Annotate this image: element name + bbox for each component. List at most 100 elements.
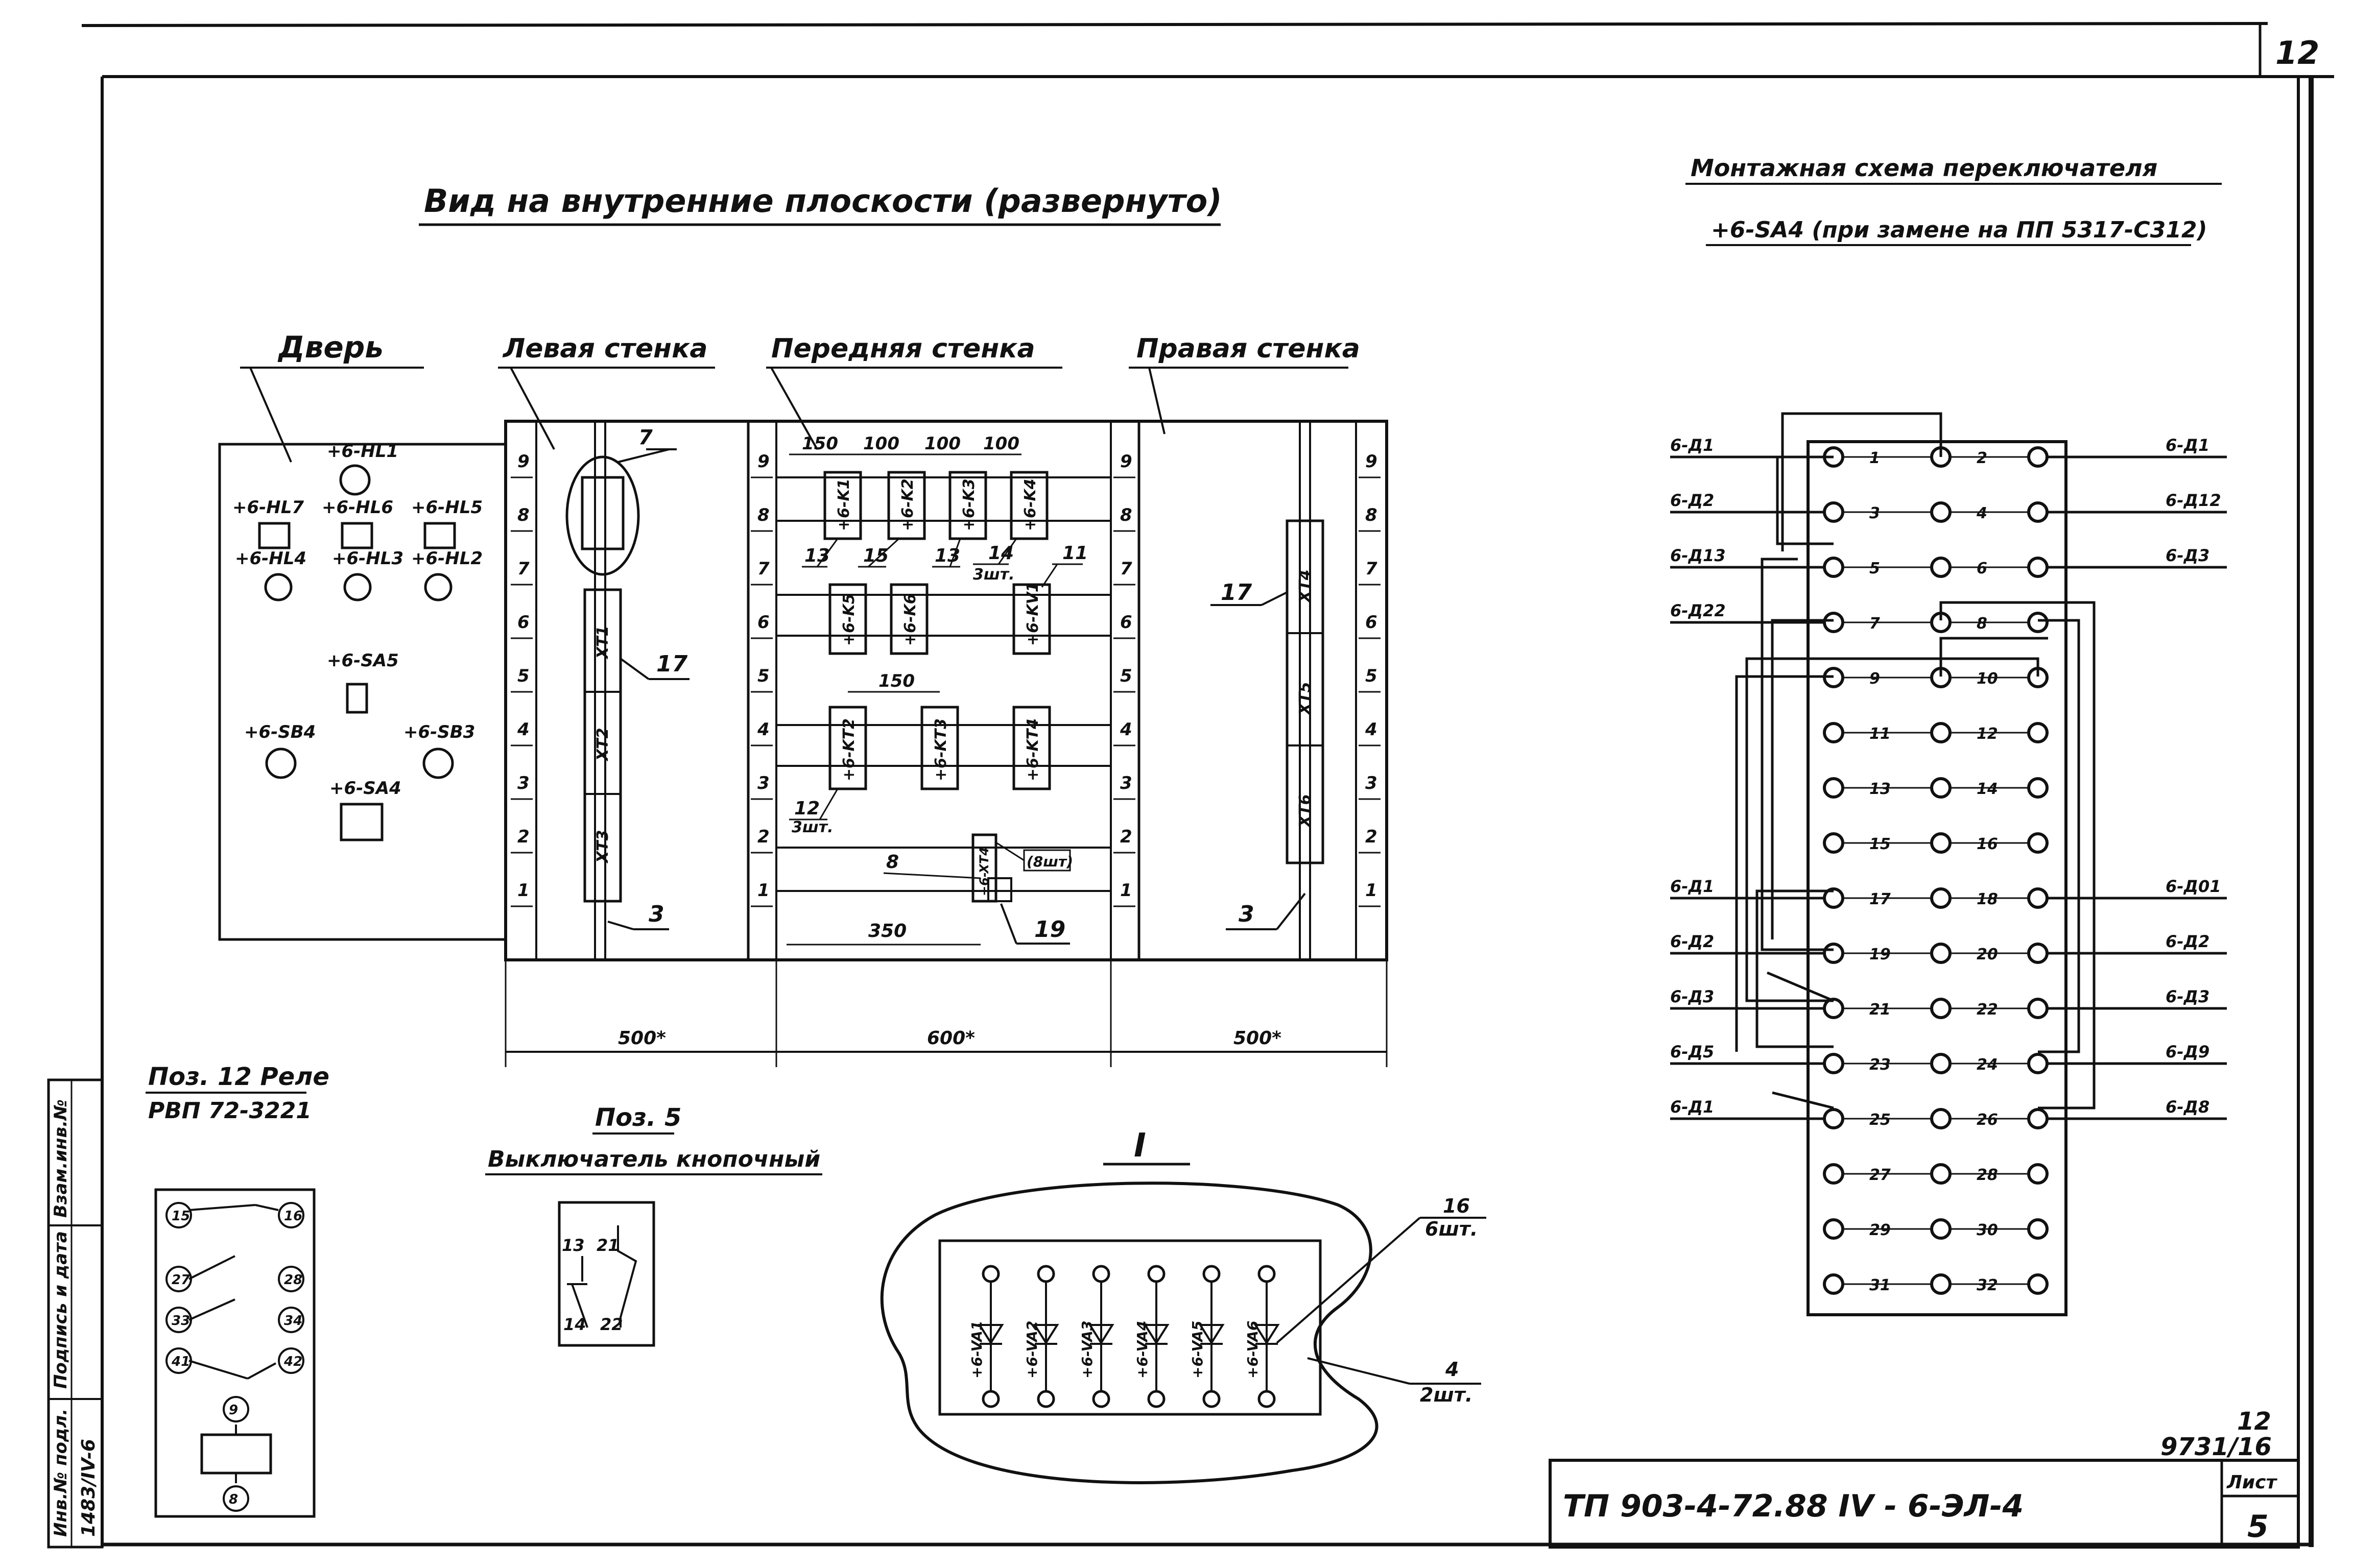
terminal-screw-icon <box>2027 777 2049 799</box>
diode-label: +6-VA6 <box>1244 1321 1261 1379</box>
stamp-signature-label: Подпись и дата <box>51 1231 71 1389</box>
front-dim-2: 100 <box>863 433 899 454</box>
terminal-screw-icon <box>1823 777 1844 799</box>
diode-terminal-icon <box>1257 1265 1276 1283</box>
terminal-screw-icon <box>2027 501 2049 523</box>
pos5-pin-21: 21 <box>597 1236 620 1255</box>
front-callout-12q: 3шт. <box>792 818 834 836</box>
wire-label-right: 6-Д8 <box>2166 1097 2209 1117</box>
terminal-screw-icon <box>1823 557 1844 578</box>
relay-kt4: +6-KT4 <box>1024 718 1042 781</box>
front-dim-3: 100 <box>924 433 961 454</box>
terminal-screw-icon <box>1823 1273 1844 1295</box>
top-margin-line <box>81 22 2268 27</box>
wire-label-left: 6-Д1 <box>1670 1097 1714 1117</box>
detail-i: I +6-VA1+6-VA2+6-VA3+6-VA4+6-VA5+6-VA6 1… <box>880 1127 1486 1484</box>
scale-tick: 2 <box>517 827 530 847</box>
side-stamp: Инв.№ подл. 1483/IV-6 Подпись и дата Вза… <box>47 1078 104 1549</box>
detail-label: I <box>1134 1127 1146 1165</box>
relay-pin-label: 42 <box>283 1354 302 1369</box>
xt4-label: XT4 <box>1296 570 1314 604</box>
terminal-screw-icon <box>2027 1218 2049 1240</box>
pos5-pin-13: 13 <box>562 1236 585 1255</box>
front-dim-4: 100 <box>983 433 1019 454</box>
diode-terminal-icon <box>1202 1390 1221 1408</box>
stamp-replace-label: Взам.инв.№ <box>51 1099 71 1218</box>
contact-number-left: 9 <box>1869 670 1880 688</box>
contact-number-right: 14 <box>1977 780 1998 798</box>
diode-label: +6-VA1 <box>968 1321 985 1379</box>
callout-16q: 6шт. <box>1425 1218 1478 1240</box>
label-hl7: +6-HL7 <box>232 497 304 518</box>
wire-label-right: 6-Д9 <box>2166 1042 2209 1062</box>
contact-number-left: 29 <box>1869 1221 1891 1239</box>
terminal-screw-icon <box>1930 998 1952 1019</box>
terminal-screw-icon <box>1823 612 1844 633</box>
terminal-screw-icon <box>1930 832 1952 854</box>
contact-number-left: 19 <box>1869 946 1891 963</box>
terminal-screw-icon <box>2027 446 2049 468</box>
terminal-screw-icon <box>1823 943 1844 964</box>
button-sb3-icon <box>422 747 454 779</box>
relay-kt3: +6-KT3 <box>932 718 950 781</box>
contact-number-right: 20 <box>1977 946 1998 963</box>
scale-tick: 3 <box>1365 773 1377 793</box>
scale-tick: 3 <box>757 773 770 793</box>
wire-label-right: 6-Д12 <box>2166 491 2221 510</box>
dim-right: 500* <box>1233 1028 1281 1049</box>
wire-label-left: 6-Д2 <box>1670 932 1714 951</box>
relay-pin-icon <box>278 1266 304 1292</box>
terminal-screw-icon <box>2027 1053 2049 1074</box>
label-hl2: +6-HL2 <box>411 548 483 569</box>
scale-tick: 2 <box>1365 827 1377 847</box>
diode-terminal-icon <box>1147 1390 1166 1408</box>
contact-number-left: 13 <box>1869 780 1891 798</box>
callout-4: 4 <box>1445 1358 1459 1381</box>
front-wall: 150 100 100 100 +6-K1 +6-K2 +6-K3 +6-K4 … <box>776 433 1111 946</box>
xt3-label: XT3 <box>594 830 612 864</box>
contact-number-left: 25 <box>1869 1111 1891 1129</box>
detail-outline <box>880 1181 1378 1484</box>
left-item7-label: 7 <box>638 426 653 449</box>
door-panel: +6-HL1 +6-HL7 +6-HL6 +6-HL5 +6-HL4 +6-HL… <box>218 441 507 941</box>
diode-terminal-icon <box>1092 1265 1110 1283</box>
switch-sa5-icon <box>346 683 368 714</box>
item-7-box <box>581 476 625 550</box>
contact-number-right: 8 <box>1977 615 1987 633</box>
xt-small-label: +6-XT4 <box>977 847 991 896</box>
relay-pin-label: 8 <box>229 1492 238 1507</box>
contact-number-right: 30 <box>1977 1221 1998 1239</box>
label-sa4: +6-SA4 <box>329 778 401 799</box>
contact-number-left: 1 <box>1869 449 1880 467</box>
relay-k3: +6-K3 <box>960 478 978 531</box>
left-wall: 7 XT1 XT2 XT3 17 3 <box>565 421 690 960</box>
relay-pin-icon <box>165 1202 192 1228</box>
contact-number-right: 28 <box>1977 1166 1998 1184</box>
terminal-screw-icon <box>1823 1163 1844 1185</box>
terminal-screw-icon <box>2027 1108 2049 1129</box>
diode-label: +6-VA5 <box>1189 1321 1206 1379</box>
diode-icon <box>1143 1324 1170 1345</box>
scale-tick: 3 <box>1120 773 1132 793</box>
lamp-hl6-icon <box>341 522 373 549</box>
scale-tick: 1 <box>1365 880 1377 901</box>
scale-tick: 5 <box>1365 666 1377 686</box>
cabinet-outline: 500* 600* 500* <box>504 420 1388 1067</box>
title-block: ТП 903-4-72.88 IV - 6-ЭЛ-4 Лист 5 12 973… <box>1549 1407 2300 1549</box>
scale-tick: 1 <box>517 880 530 901</box>
scale-tick: 6 <box>1365 612 1377 633</box>
front-callout-15: 15 <box>863 545 889 566</box>
diode-label: +6-VA4 <box>1134 1321 1151 1379</box>
terminal-screw-icon <box>1930 722 1952 743</box>
button-sb4-icon <box>265 747 297 779</box>
wire-label-right: 6-Д1 <box>2166 436 2209 455</box>
contact-number-left: 23 <box>1869 1056 1891 1074</box>
scale-tick: 9 <box>757 451 770 472</box>
front-callout-8: 8 <box>886 852 899 873</box>
lamp-hl1-icon <box>339 464 371 496</box>
pos5-switch: Поз. 5 Выключатель кнопочный 13 21 14 22 <box>485 1103 822 1347</box>
relay-k4: +6-K4 <box>1021 478 1039 531</box>
dim-front: 600* <box>927 1028 975 1049</box>
